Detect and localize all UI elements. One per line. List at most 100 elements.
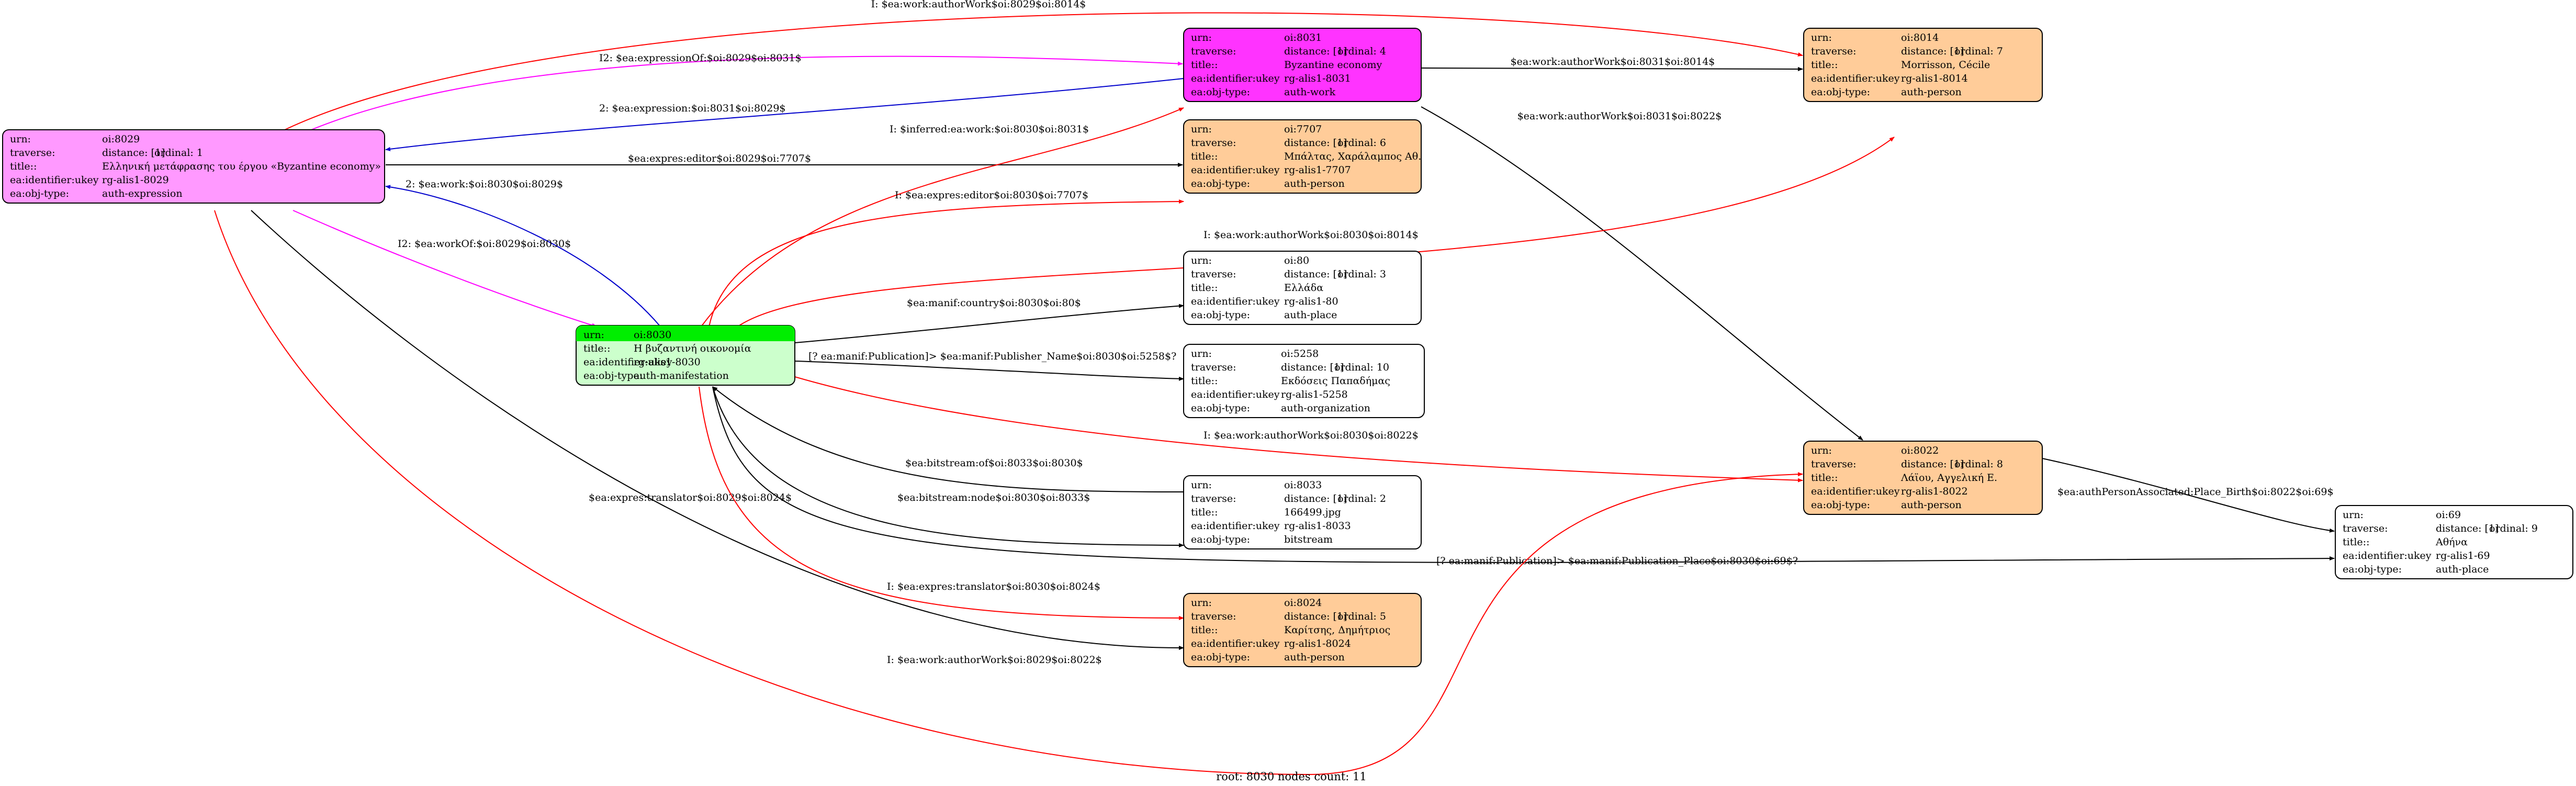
field-value: rg-alis1-8033 — [1284, 520, 1351, 532]
field-key: ea:obj-type: — [1191, 652, 1250, 663]
edge-e5: $ea:work:authorWork$oi:8031$oi:8022$ — [1421, 106, 1863, 441]
field-key: traverse: — [10, 147, 55, 159]
field-key: urn: — [1811, 445, 1832, 456]
node-box — [1183, 593, 1422, 667]
edge-line — [293, 210, 597, 328]
field-key: title:: — [10, 161, 37, 172]
field-value: oi:8033 — [1284, 479, 1322, 491]
field-key: title:: — [1811, 59, 1838, 71]
field-ordinal: ordinal: 6 — [1337, 137, 1386, 149]
field-value: Μπάλτας, Χαράλαμπος Αθ. — [1284, 151, 1421, 162]
field-ordinal: ordinal: 2 — [1337, 493, 1386, 504]
field-value: oi:8031 — [1284, 32, 1322, 43]
edge-e12: $ea:manif:country$oi:8030$oi:80$ — [794, 297, 1184, 343]
field-key: urn: — [1191, 255, 1212, 266]
edge-e7: I: $inferred:ea:work:$oi:8030$oi:8031$ — [701, 107, 1184, 327]
field-value: oi:8029 — [102, 133, 140, 145]
edge-label: $ea:expres:editor$oi:8029$oi:7707$ — [628, 153, 811, 164]
field-value: distance: [1] — [1281, 362, 1344, 373]
field-value: auth-place — [1284, 309, 1337, 321]
node-box — [1183, 344, 1425, 418]
edge-label: $ea:expres:translator$oi:8029$oi:8024$ — [589, 492, 792, 503]
edge-line — [712, 386, 1184, 547]
node-box — [1803, 28, 2043, 102]
edge-line — [308, 55, 1183, 131]
field-ordinal: ordinal: 3 — [1337, 268, 1386, 280]
field-key: title:: — [1191, 151, 1218, 162]
field-value: Morrisson, Cécile — [1901, 59, 1990, 71]
field-key: title:: — [1191, 59, 1218, 71]
field-value: auth-place — [2436, 564, 2489, 575]
edge-e14: I: $ea:work:authorWork$oi:8030$oi:8022$ — [794, 376, 1803, 482]
edge-line — [701, 107, 1184, 327]
edge-e13: [? ea:manif:Publication]> $ea:manif:Publ… — [794, 351, 1184, 381]
field-key: urn: — [583, 329, 604, 341]
field-value: distance: [1] — [1284, 46, 1347, 57]
edge-label: I2: $ea:expressionOf:$oi:8029$oi:8031$ — [599, 52, 802, 64]
edge-line — [1421, 106, 1863, 441]
field-key: title:: — [1191, 282, 1218, 294]
edge-label: $ea:work:authorWork$oi:8031$oi:8022$ — [1517, 110, 1722, 122]
field-key: urn: — [1191, 32, 1212, 43]
field-value: Ελληνική μετάφρασης του έργου «Byzantine… — [102, 161, 381, 172]
field-key: ea:identifier:ukey — [1191, 389, 1280, 400]
edge-e9: I: $ea:expres:editor$oi:8030$oi:7707$ — [708, 189, 1184, 327]
graph-caption: root: 8030 nodes count: 11 — [1216, 770, 1367, 783]
field-key: title:: — [2343, 536, 2369, 548]
field-value: auth-organization — [1281, 402, 1370, 414]
field-value: Λάϊου, Αγγελική Ε. — [1900, 472, 1997, 484]
edge-label: [? ea:manif:Publication]> $ea:manif:Publ… — [808, 351, 1176, 362]
edge-label: $ea:bitstream:of$oi:8033$oi:8030$ — [905, 457, 1083, 469]
field-key: traverse: — [1191, 611, 1236, 622]
edge-label: I: $ea:work:authorWork$oi:8030$oi:8022$ — [1203, 430, 1419, 441]
edge-label: $ea:work:authorWork$oi:8031$oi:8014$ — [1511, 56, 1715, 68]
field-key: traverse: — [1191, 137, 1236, 149]
edge-line — [282, 12, 1803, 131]
edge-line — [794, 361, 1184, 381]
edge-e15: $ea:bitstream:of$oi:8033$oi:8030$ — [712, 386, 1184, 492]
field-key: ea:obj-type: — [1191, 309, 1250, 321]
edge-e21: I: $ea:work:authorWork$oi:8029$oi:8022$ — [214, 210, 1803, 776]
field-value: Byzantine economy — [1284, 59, 1382, 71]
field-value: oi:80 — [1284, 255, 1309, 266]
field-value: distance: [1] — [1901, 46, 1964, 57]
field-value: oi:8014 — [1901, 32, 1939, 43]
field-value: auth-person — [1901, 499, 1962, 511]
field-key: traverse: — [1811, 458, 1857, 470]
field-key: urn: — [10, 133, 31, 145]
field-value: distance: [1] — [102, 147, 165, 159]
field-ordinal: ordinal: 4 — [1337, 46, 1386, 57]
field-key: title:: — [583, 343, 610, 354]
field-key: urn: — [1191, 348, 1212, 360]
edge-label: I: $ea:expres:translator$oi:8030$oi:8024… — [887, 581, 1100, 592]
field-key: title:: — [1811, 472, 1838, 484]
field-key: ea:obj-type: — [10, 188, 69, 199]
field-key: urn: — [1191, 123, 1212, 135]
field-value: oi:69 — [2436, 509, 2461, 521]
field-key: ea:obj-type: — [1191, 534, 1250, 545]
field-key: ea:obj-type: — [2343, 564, 2402, 575]
edge-line — [2042, 458, 2335, 533]
node-box — [2335, 505, 2573, 579]
node-box — [1183, 475, 1422, 549]
edge-e4: $ea:work:authorWork$oi:8031$oi:8014$ — [1421, 56, 1803, 71]
edge-line — [708, 199, 1184, 327]
field-key: traverse: — [1191, 493, 1236, 504]
field-value: distance: [1] — [1901, 458, 1964, 470]
field-value: auth-person — [1284, 178, 1345, 189]
field-value: auth-person — [1284, 652, 1345, 663]
edge-e2: I2: $ea:expressionOf:$oi:8029$oi:8031$ — [308, 52, 1183, 131]
field-key: ea:identifier:ukey — [1191, 638, 1280, 649]
